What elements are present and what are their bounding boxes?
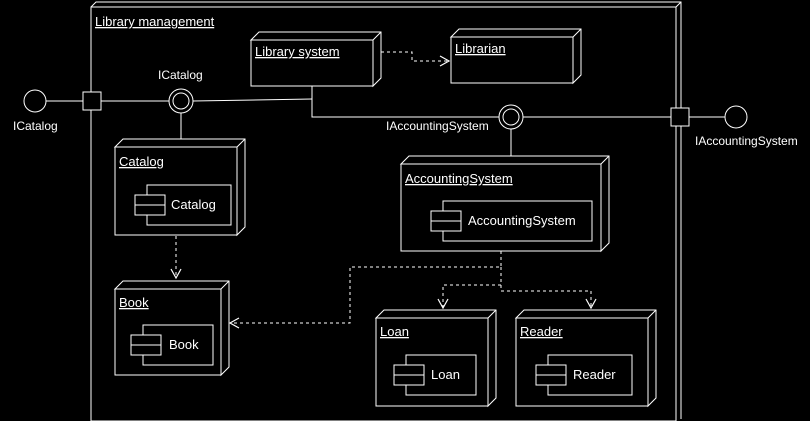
node-loan[interactable]: Loan Loan [374, 309, 497, 408]
node-librarian[interactable]: Librarian [449, 28, 582, 85]
ball-icon [502, 108, 520, 126]
icatalog-external-interface[interactable]: ICatalog [13, 89, 58, 133]
dependency-accounting-loan [437, 267, 502, 310]
icatalog-internal-label: ICatalog [158, 68, 203, 82]
iaccounting-internal-label: IAccountingSystem [386, 119, 489, 133]
node-title: Reader [520, 324, 563, 339]
component-label: Reader [573, 367, 616, 382]
component-book[interactable]: Book [130, 324, 214, 366]
node-title: Catalog [119, 154, 164, 169]
component-loan[interactable]: Loan [393, 354, 477, 396]
interface-circle-icon [724, 105, 748, 129]
node-library-system[interactable]: Library system [249, 31, 382, 88]
node-title: AccountingSystem [405, 171, 513, 186]
dependency-accounting-reader [500, 285, 597, 310]
iaccounting-external-interface[interactable]: IAccountingSystem [695, 105, 798, 148]
package-label: Library management [95, 14, 215, 29]
node-title: Book [119, 295, 149, 310]
node-title: Library system [255, 44, 340, 59]
iaccounting-internal-interface[interactable]: IAccountingSystem [386, 104, 524, 133]
assembly-connectors [46, 86, 725, 156]
interface-circle-icon [23, 89, 47, 113]
node-catalog[interactable]: Catalog Catalog [113, 138, 246, 237]
icatalog-external-label: ICatalog [13, 119, 58, 133]
node-accounting-system[interactable]: AccountingSystem AccountingSystem [399, 155, 610, 253]
node-title: Loan [380, 324, 409, 339]
iaccounting-external-label: IAccountingSystem [695, 134, 798, 148]
dependency-arrows [170, 51, 597, 329]
component-label: Catalog [171, 197, 216, 212]
ball-icon [172, 92, 190, 110]
node-reader[interactable]: Reader Reader [514, 309, 657, 408]
component-accounting-system[interactable]: AccountingSystem [430, 200, 593, 242]
component-catalog[interactable]: Catalog [134, 184, 232, 226]
component-label: AccountingSystem [468, 213, 576, 228]
node-book[interactable]: Book Book [113, 280, 230, 377]
icatalog-internal-interface[interactable]: ICatalog [158, 68, 203, 114]
component-label: Book [169, 337, 199, 352]
component-reader[interactable]: Reader [535, 354, 633, 396]
icatalog-port[interactable] [82, 91, 102, 111]
iaccounting-port[interactable] [670, 107, 690, 127]
component-label: Loan [431, 367, 460, 382]
node-title: Librarian [455, 41, 506, 56]
